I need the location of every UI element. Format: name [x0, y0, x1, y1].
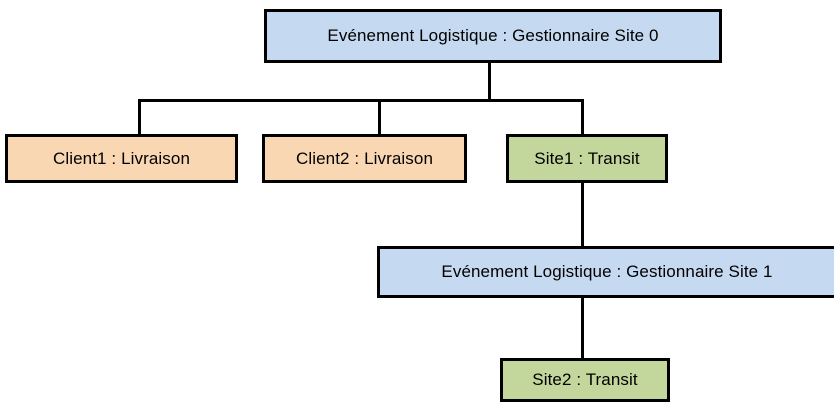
node-site2[interactable]: Site2 : Transit	[500, 358, 670, 402]
connector-horizontal-bus	[138, 99, 584, 102]
connector-event1-to-site2	[581, 297, 584, 360]
connector-bus-to-client1	[138, 99, 141, 137]
connector-site1-to-event1	[581, 182, 584, 248]
node-site2-label: Site2 : Transit	[532, 370, 638, 390]
node-client2-label: Client2 : Livraison	[295, 148, 434, 168]
node-site1-label: Site1 : Transit	[534, 148, 640, 168]
connector-bus-to-client2	[378, 99, 381, 137]
connector-bus-to-site1	[581, 99, 584, 137]
node-event0[interactable]: Evénement Logistique : Gestionnaire Site…	[264, 9, 722, 63]
node-client1[interactable]: Client1 : Livraison	[5, 134, 238, 183]
connector-event0-to-bus	[488, 62, 491, 102]
node-event1-label: Evénement Logistique : Gestionnaire Site…	[441, 262, 773, 282]
node-client2[interactable]: Client2 : Livraison	[262, 134, 467, 183]
node-event0-label: Evénement Logistique : Gestionnaire Site…	[327, 26, 659, 46]
node-event1[interactable]: Evénement Logistique : Gestionnaire Site…	[377, 246, 834, 298]
node-client1-label: Client1 : Livraison	[52, 148, 191, 168]
node-site1[interactable]: Site1 : Transit	[506, 134, 668, 183]
